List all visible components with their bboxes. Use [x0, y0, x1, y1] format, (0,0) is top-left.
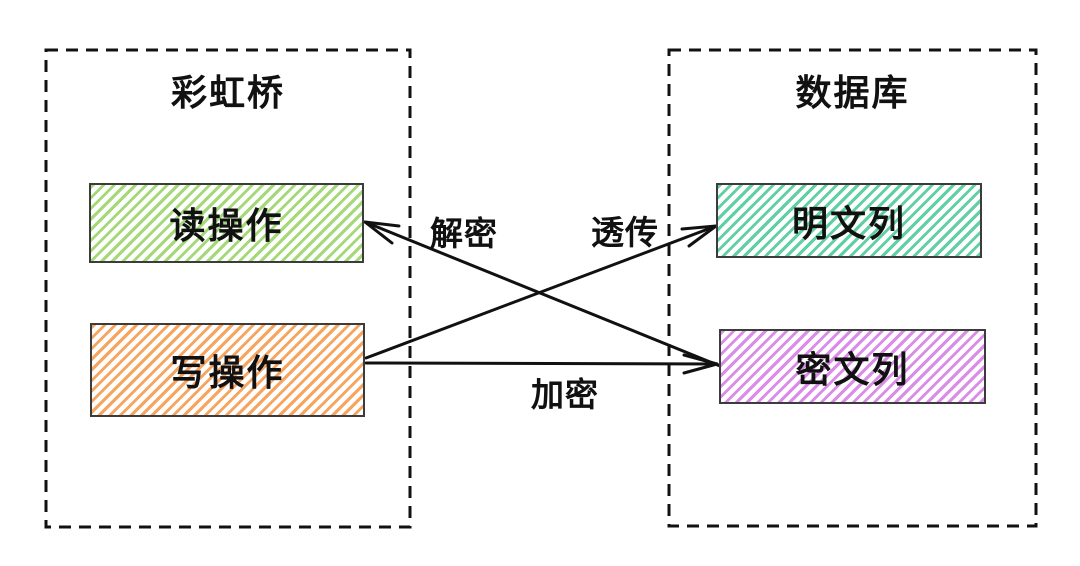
database-group-border	[667, 48, 1038, 528]
node-plaintext-column: 明文列	[716, 183, 982, 258]
edge-label-passthrough: 透传	[591, 214, 659, 251]
arrow-decrypt	[363, 220, 722, 368]
node-write-operation-label: 写操作	[170, 352, 285, 393]
edge-label-encrypt: 加密	[531, 376, 599, 413]
arrowhead-decrypt	[363, 220, 401, 245]
node-ciphertext-column: 密文列	[719, 329, 986, 404]
arrowhead-encrypt	[682, 353, 719, 375]
node-read-operation-label: 读操作	[169, 205, 284, 246]
arrow-passthrough	[364, 224, 718, 360]
rainbow-bridge-title: 彩虹桥	[170, 72, 285, 113]
node-read-operation: 读操作	[89, 183, 364, 263]
node-ciphertext-column-label: 密文列	[795, 348, 910, 390]
edge-label-decrypt: 解密	[430, 215, 498, 252]
arrow-encrypt	[364, 353, 719, 375]
database-title: 数据库	[795, 72, 910, 113]
node-plaintext-column-label: 明文列	[791, 202, 906, 244]
node-write-operation: 写操作	[90, 323, 365, 417]
rainbow-bridge-group-border	[44, 48, 412, 529]
